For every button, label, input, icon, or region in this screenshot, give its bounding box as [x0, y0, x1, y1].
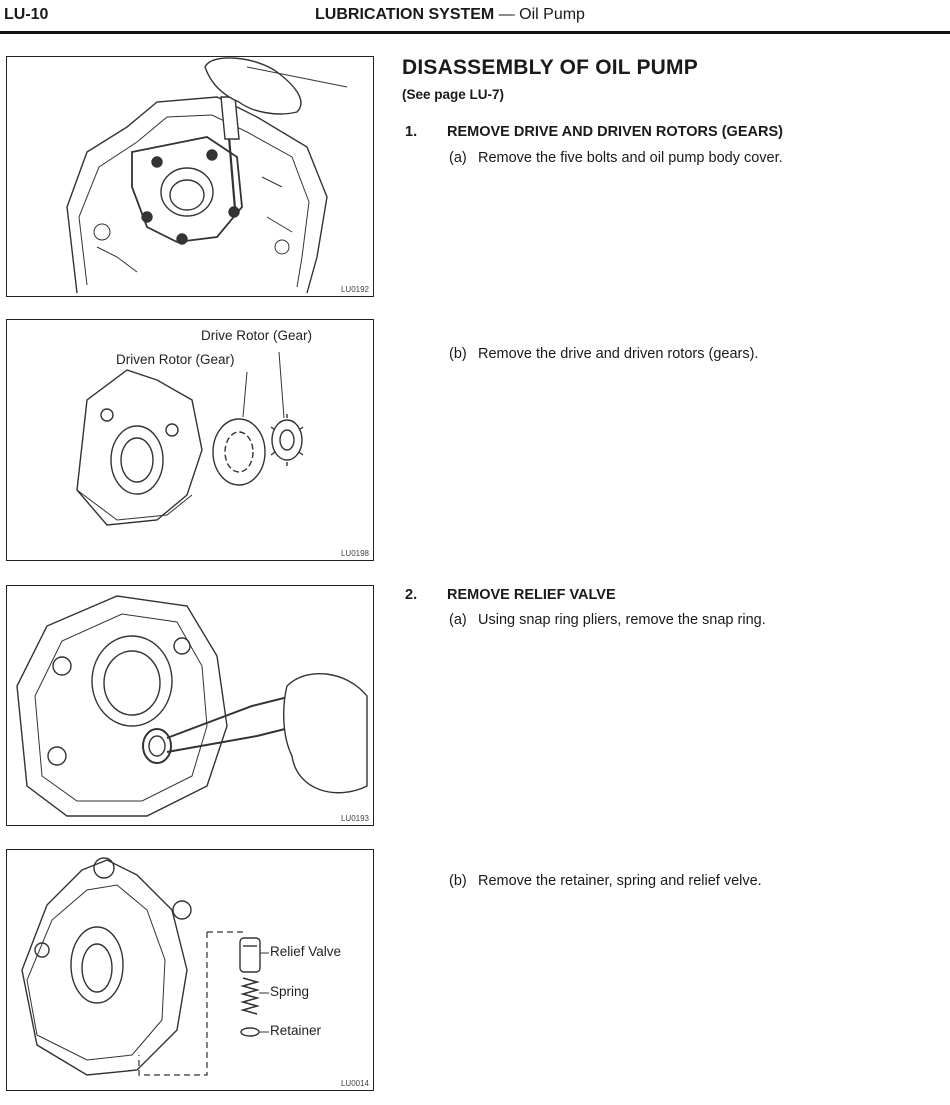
substep-text: Using snap ring pliers, remove the snap …: [478, 612, 766, 628]
relief-valve-illustration: [21, 857, 269, 1076]
step-title: REMOVE DRIVE AND DRIVEN ROTORS (GEARS): [447, 124, 783, 140]
figure-code: LU0198: [340, 549, 369, 558]
bolts-illustration: [66, 57, 348, 294]
section-title: DISASSEMBLY OF OIL PUMP: [402, 56, 698, 79]
figure-rotors: Drive Rotor (Gear) Driven Rotor (Gear) L…: [6, 319, 374, 561]
label-driven-rotor: Driven Rotor (Gear): [116, 352, 235, 367]
header-subsection: Oil Pump: [519, 6, 585, 23]
step-1b: (b) Remove the drive and driven rotors (g…: [449, 346, 758, 362]
step-number: 2.: [405, 587, 418, 603]
step-number: 1.: [405, 124, 418, 140]
label-relief-valve: Relief Valve: [270, 944, 342, 959]
page-header-title: LUBRICATION SYSTEM — Oil Pump: [315, 6, 585, 24]
figure-code: LU0193: [340, 814, 369, 823]
figure-code: LU0014: [340, 1079, 369, 1088]
header-separator: —: [494, 6, 520, 23]
figure-snap-ring: LU0193: [6, 585, 374, 826]
step-2a: (a) Using snap ring pliers, remove the sn…: [449, 612, 766, 628]
figure-relief-valve: Relief Valve Spring Retainer LU0014: [6, 849, 374, 1091]
rotors-illustration: [76, 351, 304, 526]
substep-text: Remove the five bolts and oil pump body …: [478, 150, 783, 166]
label-drive-rotor: Drive Rotor (Gear): [201, 328, 313, 343]
substep-marker: (a): [449, 612, 467, 628]
substep-text: Remove the drive and driven rotors (gear…: [478, 346, 759, 362]
page-code: LU-10: [4, 6, 49, 23]
header-rule: [0, 31, 950, 34]
header-section: LUBRICATION SYSTEM: [315, 6, 495, 23]
step-2-heading: 2. REMOVE RELIEF VALVE: [405, 587, 616, 603]
substep-text: Remove the retainer, spring and relief v…: [478, 873, 762, 889]
step-title: REMOVE RELIEF VALVE: [447, 587, 616, 603]
step-1a: (a) Remove the five bolts and oil pump bo…: [449, 150, 783, 166]
step-2b: (b) Remove the retainer, spring and relie…: [449, 873, 762, 889]
substep-marker: (a): [449, 150, 467, 166]
figure-code: LU0192: [340, 285, 369, 294]
label-retainer: Retainer: [270, 1023, 322, 1038]
step-1-heading: 1. REMOVE DRIVE AND DRIVEN ROTORS (GEARS): [405, 124, 783, 140]
label-spring: Spring: [270, 984, 310, 999]
substep-marker: (b): [449, 346, 467, 362]
page-reference: (See page LU-7): [402, 87, 505, 102]
substep-marker: (b): [449, 873, 467, 889]
snap-ring-illustration: [16, 595, 368, 817]
figure-remove-bolts: LU0192: [6, 56, 374, 297]
